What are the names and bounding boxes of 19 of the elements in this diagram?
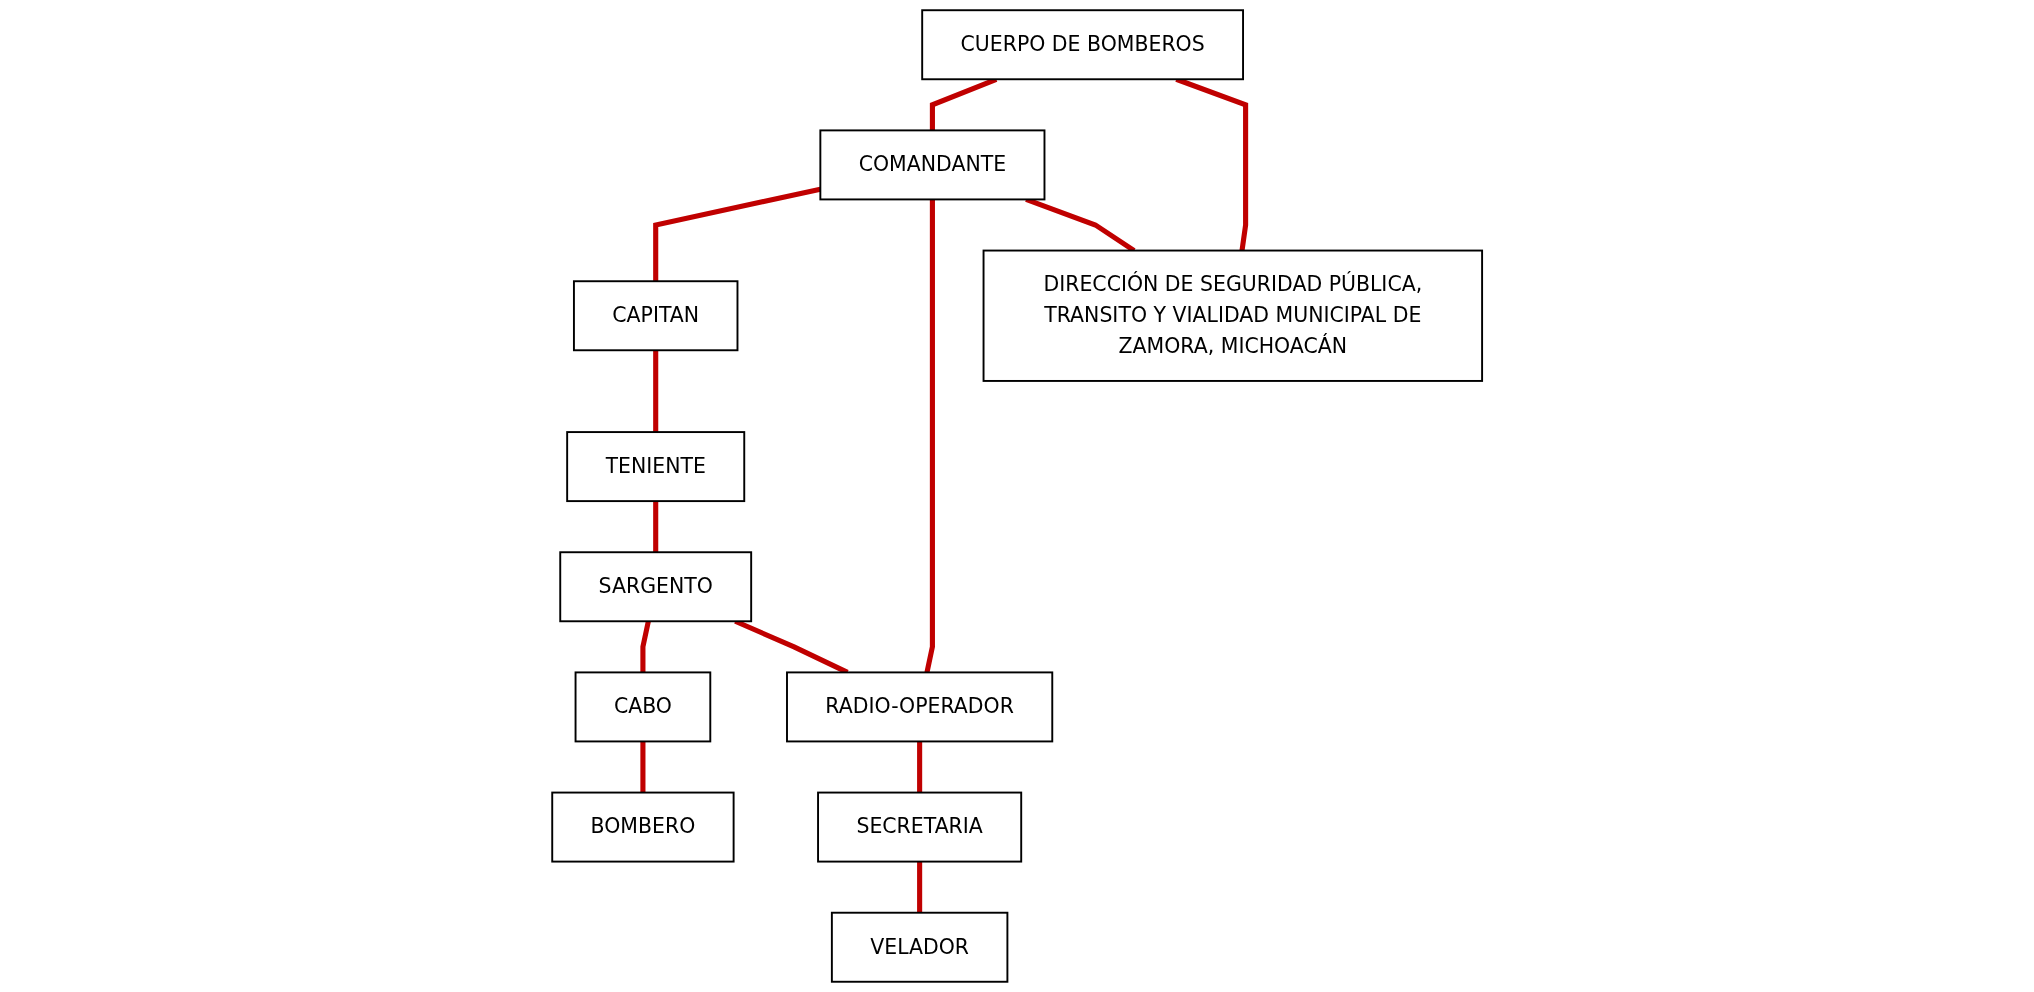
connector (652, 186, 821, 282)
node-box: CUERPO DE BOMBEROS (921, 9, 1244, 81)
node-box: COMANDANTE (819, 129, 1046, 201)
node-box: SECRETARIA (816, 791, 1022, 863)
connector (652, 350, 659, 433)
connector (640, 620, 651, 673)
connector (652, 501, 659, 553)
node-box: CAPITAN (572, 280, 739, 352)
node-box: VELADOR (830, 911, 1009, 983)
connector (916, 861, 922, 913)
connector (916, 741, 922, 793)
node-box: BOMBERO (551, 791, 735, 863)
node-box: CABO (574, 671, 712, 743)
node-box: RADIO-OPERADOR (785, 671, 1054, 743)
connector (924, 199, 935, 673)
node-box: TENIENTE (566, 431, 746, 503)
node-box: DIRECCIÓN DE SEGURIDAD PÚBLICA, TRANSITO Y VIALIDAD MUNICIPAL DE ZAMORA, MICHOACÁN (982, 249, 1483, 382)
connector (640, 741, 646, 793)
node-box: SARGENTO (559, 551, 752, 623)
